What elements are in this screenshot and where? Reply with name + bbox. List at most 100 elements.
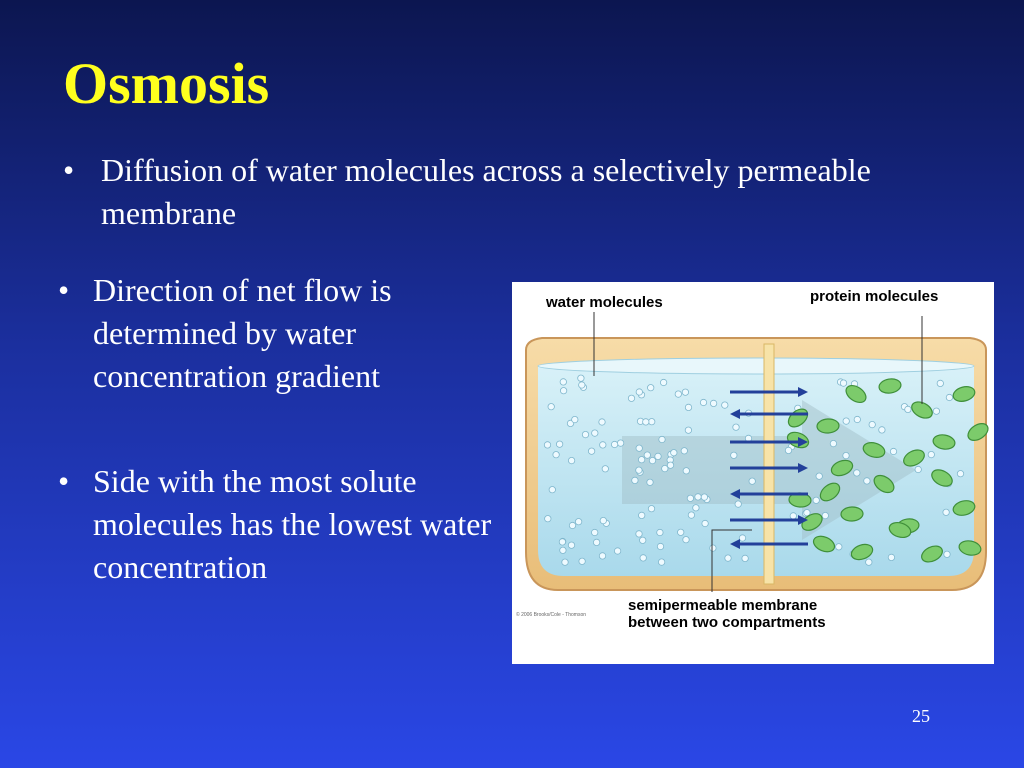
water-molecule <box>815 472 823 480</box>
water-molecule <box>943 550 951 558</box>
protein-molecule <box>932 434 956 450</box>
water-molecule <box>558 538 567 546</box>
water-molecule <box>784 446 793 454</box>
water-molecule <box>734 500 742 508</box>
membrane <box>763 343 775 585</box>
water-molecule <box>677 528 685 536</box>
membrane-label-line2: between two compartments <box>628 614 826 631</box>
water-molecules-label: water molecules <box>546 294 663 311</box>
protein-molecule <box>845 384 867 404</box>
water-molecule <box>555 440 564 448</box>
water-molecule <box>593 538 601 546</box>
water-molecule <box>878 426 886 434</box>
protein-molecule <box>903 449 925 467</box>
water-molecule <box>598 418 606 426</box>
protein-molecules-label: protein molecules <box>810 288 939 305</box>
membrane-pointer-line <box>711 529 752 592</box>
water-molecule <box>574 518 583 526</box>
water-body <box>538 366 974 576</box>
protein-molecule <box>952 500 976 516</box>
water-molecule <box>789 512 797 520</box>
water-molecule <box>581 431 590 439</box>
protein-molecule <box>850 543 874 561</box>
water-molecule <box>710 399 718 408</box>
water-molecule <box>647 505 656 513</box>
water-molecule <box>853 415 861 424</box>
water-molecule <box>578 381 586 389</box>
water-molecule <box>670 449 678 457</box>
water-molecule <box>559 387 568 395</box>
osmosis-diagram: water molecules protein molecules semipe… <box>512 282 994 664</box>
protein-molecule <box>952 386 976 402</box>
water-molecule <box>865 558 873 566</box>
protein-molecule <box>862 442 886 458</box>
protein-molecule <box>801 513 823 531</box>
slide-title: Osmosis <box>63 51 270 116</box>
water-molecule <box>639 554 647 562</box>
water-molecule <box>682 467 690 475</box>
water-molecule <box>674 390 682 398</box>
water-molecule <box>680 447 688 455</box>
water-molecule <box>835 543 843 551</box>
water-molecule <box>730 451 738 459</box>
water-molecule <box>543 441 552 449</box>
water-molecule <box>932 407 940 415</box>
protein-molecule <box>921 545 943 563</box>
water-molecule <box>812 496 820 504</box>
diagram-graphic <box>525 312 989 592</box>
bullet-icon: • <box>63 152 75 188</box>
water-molecule <box>639 536 647 544</box>
water-molecule <box>904 405 912 414</box>
protein-molecule <box>840 506 864 522</box>
water-molecule <box>548 486 556 494</box>
water-molecule <box>853 469 861 477</box>
water-molecule <box>588 447 596 455</box>
water-molecule <box>599 441 607 449</box>
arrow-right-icon <box>798 387 808 397</box>
water-molecule <box>842 452 850 460</box>
water-molecule <box>567 457 576 465</box>
water-molecule <box>601 465 609 473</box>
water-molecule <box>927 451 935 459</box>
water-molecule <box>945 393 953 402</box>
bullet-text: Direction of net flow is determined by w… <box>93 272 392 394</box>
water-molecule <box>591 528 599 537</box>
water-molecule <box>694 493 702 501</box>
water-molecule <box>658 558 666 566</box>
water-molecule <box>648 457 657 465</box>
water-molecule <box>942 508 950 516</box>
bullet-text: Side with the most solute molecules has … <box>93 463 492 585</box>
water-molecule <box>648 418 656 426</box>
water-molecule <box>642 418 650 426</box>
water-molecule <box>656 528 664 537</box>
water-molecule <box>842 417 850 425</box>
water-molecule <box>578 557 586 565</box>
water-molecule <box>661 465 669 473</box>
water-molecule <box>544 515 552 523</box>
protein-molecule <box>931 469 953 487</box>
water-molecule <box>684 426 692 434</box>
flow-arrow-group <box>730 387 808 549</box>
water-molecule <box>839 379 848 387</box>
bullet-icon: • <box>58 463 70 499</box>
water-molecule <box>599 517 607 525</box>
water-surface <box>537 357 975 375</box>
water-molecule <box>868 421 876 429</box>
water-molecule <box>627 394 636 402</box>
water-molecule <box>936 379 944 388</box>
water-molecule <box>748 477 756 485</box>
page-number: 25 <box>912 706 930 726</box>
water-molecule <box>660 378 668 387</box>
water-molecule <box>721 401 729 409</box>
water-molecule <box>682 536 690 544</box>
water-molecule <box>559 546 567 554</box>
water-molecule <box>709 544 717 552</box>
arrow-right-icon <box>798 515 808 525</box>
membrane-label: semipermeable membrane between two compa… <box>628 597 826 631</box>
protein-molecule <box>819 482 841 502</box>
water-molecule <box>577 374 585 382</box>
water-molecule <box>829 440 837 448</box>
arrow-left-icon <box>730 489 740 499</box>
water-molecule <box>631 476 639 484</box>
